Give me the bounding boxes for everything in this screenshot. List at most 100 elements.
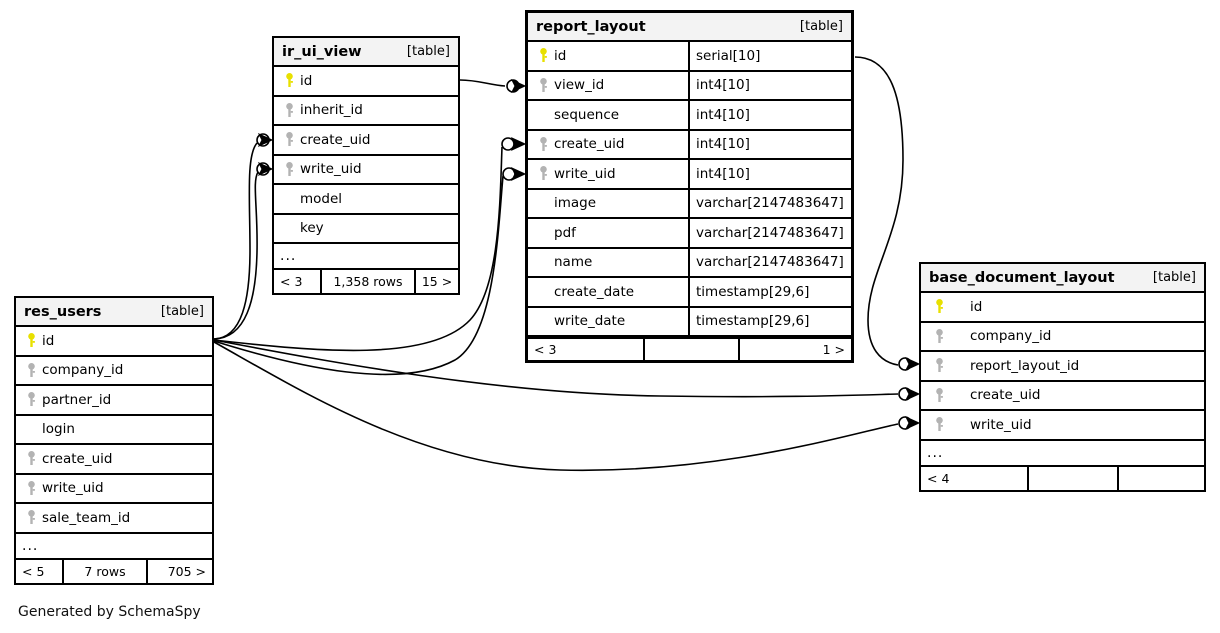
table-tag: [table] (160, 304, 204, 319)
table-row[interactable]: view_id int4[10] (528, 71, 851, 101)
table-footer-report_layout: < 3 1 > (528, 337, 851, 360)
edge-marker-circle (898, 357, 912, 371)
foreign-key-icon (931, 328, 948, 344)
table-row[interactable]: write_uid (274, 156, 458, 185)
table-row[interactable]: partner_id (16, 386, 212, 416)
edge-res_users-id-to-ir_ui_view-create_uid (213, 142, 258, 340)
table-res_users[interactable]: res_users [table] id company_id (14, 296, 214, 585)
footer-prev-link[interactable]: < 5 (22, 563, 45, 579)
table-row[interactable]: id (16, 327, 212, 357)
table-row[interactable]: key (274, 215, 458, 244)
edge-ir_ui_view-id-to-report_layout-view_id (459, 79, 506, 87)
more-columns-ellipsis: ... (16, 534, 212, 560)
table-footer-ir_ui_view: < 3 1,358 rows 15 > (274, 270, 458, 293)
column-type: int4[10] (688, 71, 851, 99)
edge-res_users-id-to-ir_ui_view-write_uid (213, 171, 259, 340)
foreign-key-icon (931, 387, 948, 403)
column-name: id (554, 47, 567, 64)
column-cell: write_uid (16, 475, 212, 503)
table-row[interactable]: name varchar[2147483647] (528, 248, 851, 278)
footer-prev-link[interactable]: < 3 (280, 274, 303, 289)
column-name: write_uid (42, 480, 104, 497)
table-title: report_layout (536, 18, 646, 35)
generated-by-label: Generated by SchemaSpy (18, 604, 201, 620)
table-row[interactable]: write_uid (921, 411, 1204, 441)
table-row[interactable]: write_uid (16, 475, 212, 504)
table-row[interactable]: id serial[10] (528, 42, 851, 72)
table-title: ir_ui_view (282, 43, 362, 60)
table-row[interactable]: create_uid (921, 382, 1204, 411)
table-row[interactable]: report_layout_id (921, 352, 1204, 382)
table-row[interactable]: company_id (921, 323, 1204, 352)
column-name: sequence (554, 106, 620, 123)
column-type: int4[10] (688, 101, 851, 129)
foreign-key-icon (23, 480, 40, 496)
table-row[interactable]: image varchar[2147483647] (528, 189, 851, 219)
column-cell: id (274, 67, 458, 95)
edge-marker-circle (256, 162, 270, 176)
column-type: timestamp[29,6] (688, 307, 851, 335)
column-type: int4[10] (688, 130, 851, 158)
column-type: varchar[2147483647] (688, 219, 851, 247)
column-cell: create_date (528, 278, 688, 306)
table-row[interactable]: company_id (16, 357, 212, 386)
footer-prev-link[interactable]: < 3 (534, 342, 557, 357)
table-row[interactable]: pdf varchar[2147483647] (528, 219, 851, 249)
more-columns-ellipsis: ... (274, 244, 458, 270)
edge-marker-circle (502, 167, 516, 181)
edge-report_layout-id-to-base_document_layout-report_layout_id (854, 56, 904, 366)
table-row[interactable]: write_date timestamp[29,6] (528, 307, 851, 337)
column-cell: write_uid (528, 160, 688, 188)
table-ir_ui_view[interactable]: ir_ui_view [table] id inherit_id (272, 36, 460, 295)
table-header-report_layout: report_layout [table] (528, 13, 851, 42)
table-row[interactable]: write_uid int4[10] (528, 160, 851, 190)
footer-row-count: 1,358 rows (320, 270, 414, 293)
foreign-key-icon (931, 417, 948, 432)
column-cell: image (528, 190, 688, 218)
table-row[interactable]: id (274, 67, 458, 97)
edge-marker-circle (898, 416, 912, 430)
table-row[interactable]: sale_team_id (16, 504, 212, 534)
column-cell: company_id (921, 323, 1204, 351)
edge-marker-circle (256, 133, 270, 147)
table-tag: [table] (406, 44, 450, 59)
column-name: pdf (554, 224, 576, 241)
column-name: company_id (42, 362, 124, 379)
table-row[interactable]: login (16, 416, 212, 445)
table-row[interactable]: sequence int4[10] (528, 101, 851, 131)
crowsfoot-arrow (904, 356, 921, 372)
column-cell: create_uid (528, 131, 688, 159)
footer-next-link[interactable]: 1 > (738, 339, 851, 360)
table-row[interactable]: inherit_id (274, 97, 458, 126)
footer-row-count (643, 339, 738, 360)
footer-prev-link[interactable]: < 4 (927, 470, 950, 486)
table-base_document_layout[interactable]: base_document_layout [table] id company_… (919, 262, 1206, 492)
table-row[interactable]: create_uid (16, 445, 212, 475)
column-name: id (970, 298, 983, 315)
column-cell: sequence (528, 101, 688, 129)
column-name: id (42, 332, 55, 349)
crowsfoot-arrow (257, 161, 274, 177)
crowsfoot-arrow (257, 132, 274, 148)
footer-next-link[interactable]: 705 > (146, 559, 212, 583)
footer-next-link[interactable] (1117, 466, 1204, 490)
table-row[interactable]: create_uid (274, 126, 458, 156)
column-cell: inherit_id (274, 97, 458, 125)
column-cell: create_uid (921, 382, 1204, 410)
table-row[interactable]: id (921, 293, 1204, 323)
column-name: create_uid (554, 136, 625, 153)
table-row[interactable]: create_uid int4[10] (528, 130, 851, 160)
table-report_layout[interactable]: report_layout [table] id serial[10] view… (525, 10, 854, 363)
table-row[interactable]: create_date timestamp[29,6] (528, 278, 851, 308)
column-cell: login (16, 416, 212, 444)
column-name: key (300, 220, 324, 237)
crowsfoot-arrow (510, 166, 527, 182)
table-header-base_document_layout: base_document_layout [table] (921, 264, 1204, 293)
footer-next-link[interactable]: 15 > (414, 270, 458, 293)
column-cell: company_id (16, 357, 212, 385)
column-cell: name (528, 249, 688, 277)
table-row[interactable]: model (274, 185, 458, 215)
column-cell: create_uid (16, 445, 212, 473)
table-footer-base_document_layout: < 4 (921, 466, 1204, 490)
column-name: create_uid (42, 450, 113, 467)
